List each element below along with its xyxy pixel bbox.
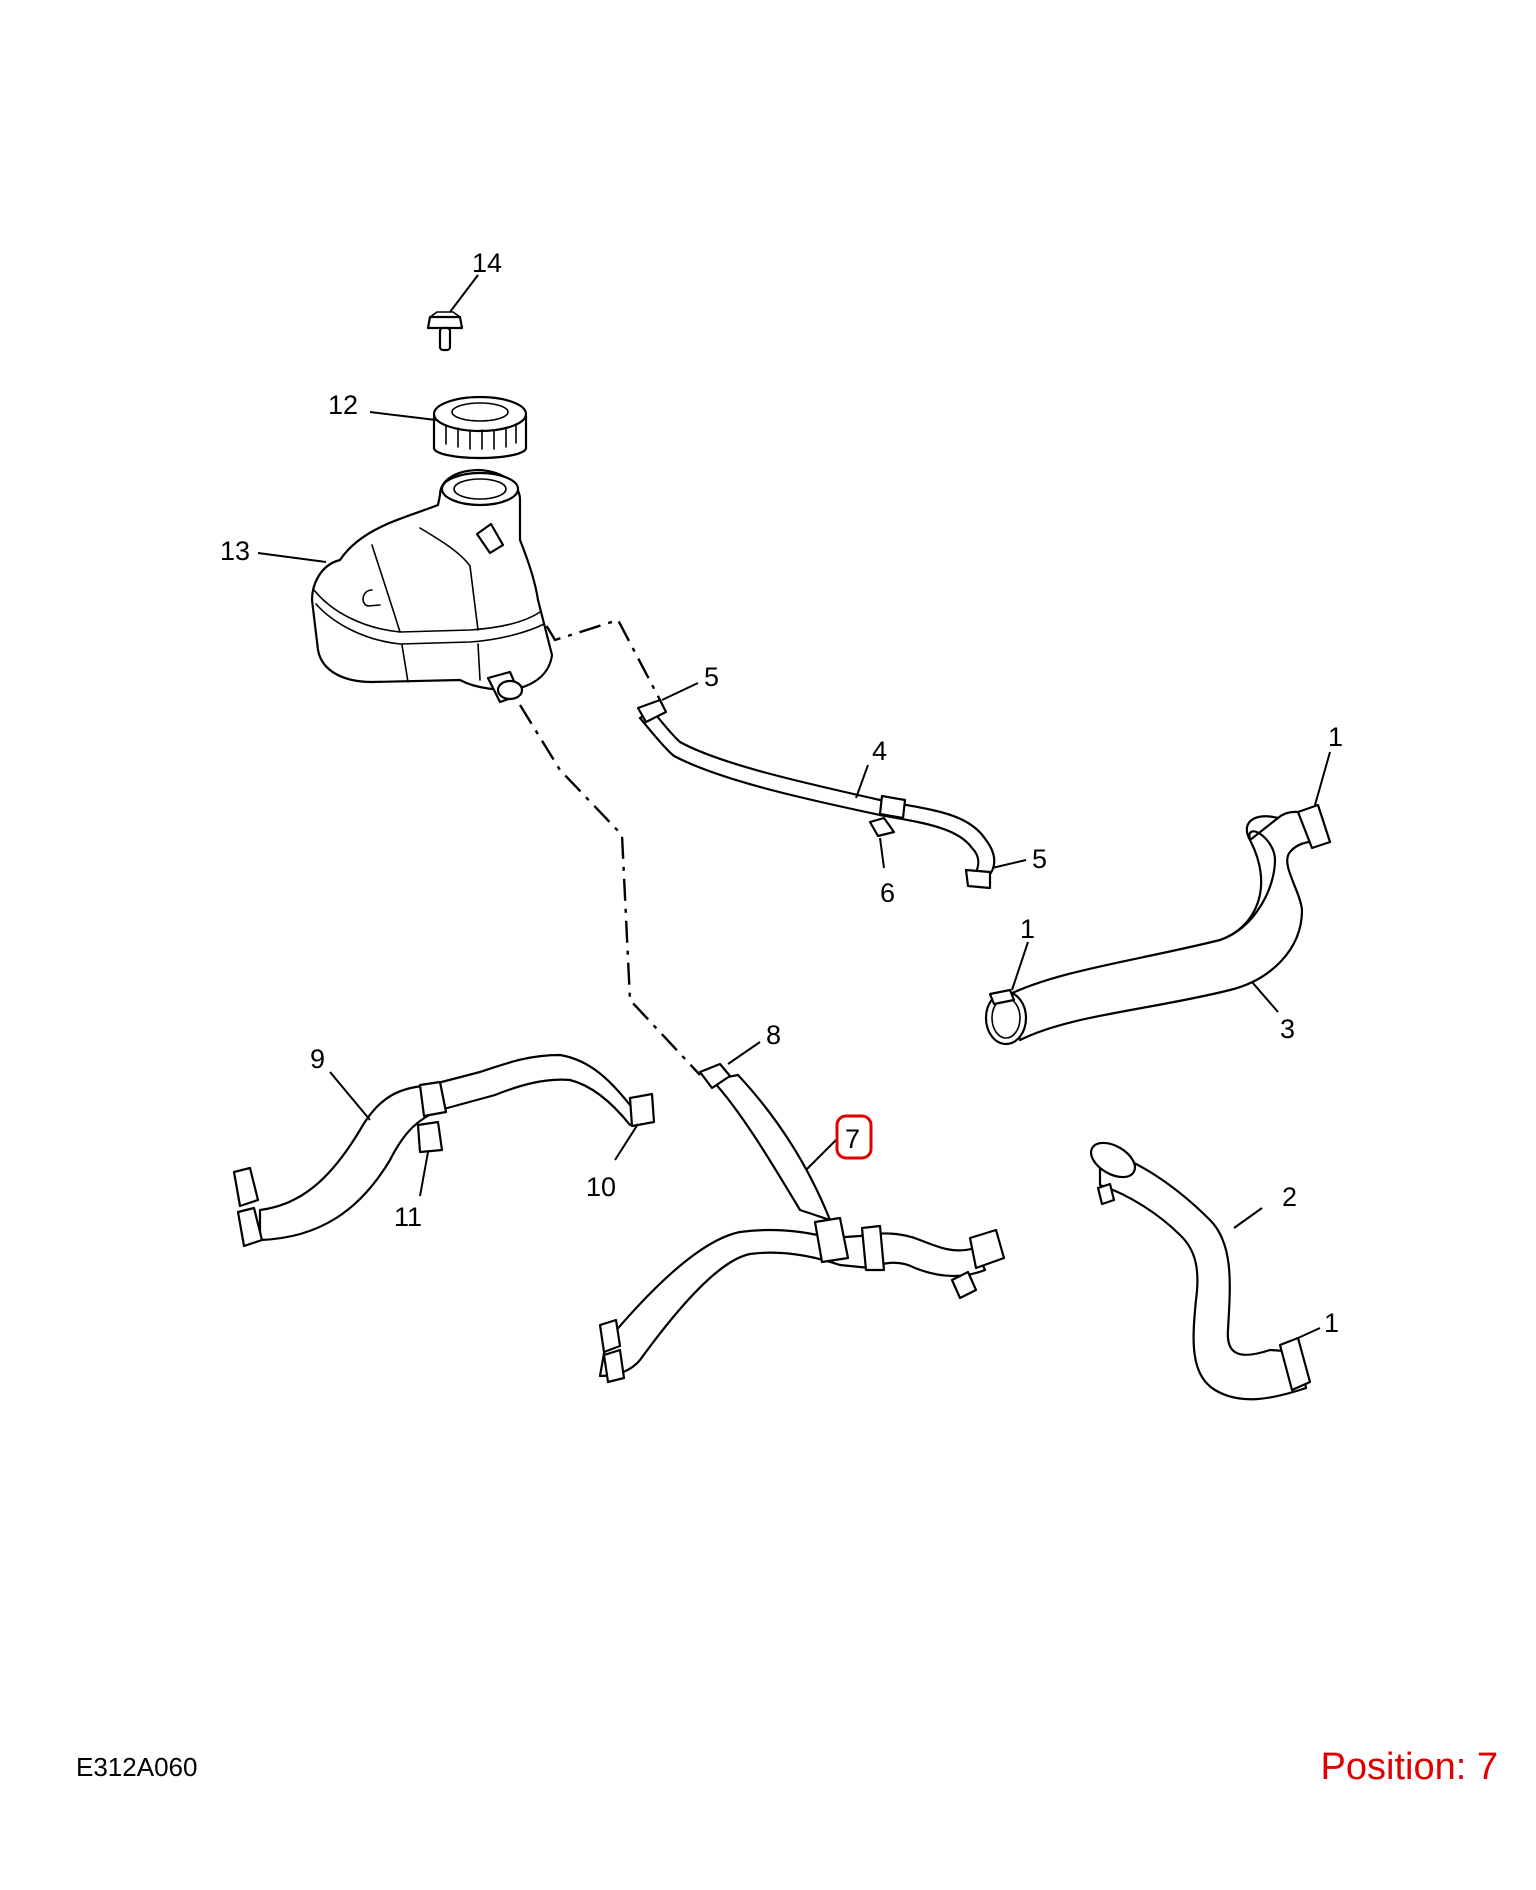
callout-1-bottom: 1	[1324, 1308, 1339, 1338]
hose-7	[598, 1062, 1006, 1384]
callouts: 14 12 13 5 4 6 5 1 1 3 2 1 8 7 9 10 11	[220, 248, 1343, 1338]
hose-2	[1089, 1141, 1312, 1401]
position-label: Position: 7	[1320, 1746, 1498, 1788]
highlight-box	[835, 1114, 873, 1160]
drawing-code: E312A060	[76, 1752, 198, 1782]
callout-9: 9	[310, 1044, 325, 1074]
callout-4: 4	[872, 736, 887, 766]
callout-11: 11	[394, 1202, 422, 1232]
callout-12: 12	[328, 390, 358, 420]
hose-3	[984, 803, 1332, 1046]
leader-lines	[257, 274, 1331, 1339]
bolt	[426, 311, 464, 352]
callout-10: 10	[586, 1172, 616, 1202]
callout-6: 6	[880, 878, 895, 908]
callout-1-top: 1	[1328, 722, 1343, 752]
reservoir-cap	[432, 395, 528, 460]
callout-2: 2	[1282, 1182, 1297, 1212]
connection-lines	[518, 589, 701, 1076]
callout-7: 7	[845, 1124, 860, 1154]
callout-13: 13	[220, 536, 250, 566]
callout-3: 3	[1280, 1014, 1295, 1044]
callout-14: 14	[472, 248, 502, 278]
callout-8: 8	[766, 1020, 781, 1050]
callout-5-upper: 5	[704, 662, 719, 692]
callout-5-lower: 5	[1032, 844, 1047, 874]
callout-1-middle: 1	[1020, 914, 1035, 944]
expansion-tank	[310, 468, 554, 704]
hose-4	[636, 698, 996, 890]
hose-9	[232, 1053, 656, 1248]
